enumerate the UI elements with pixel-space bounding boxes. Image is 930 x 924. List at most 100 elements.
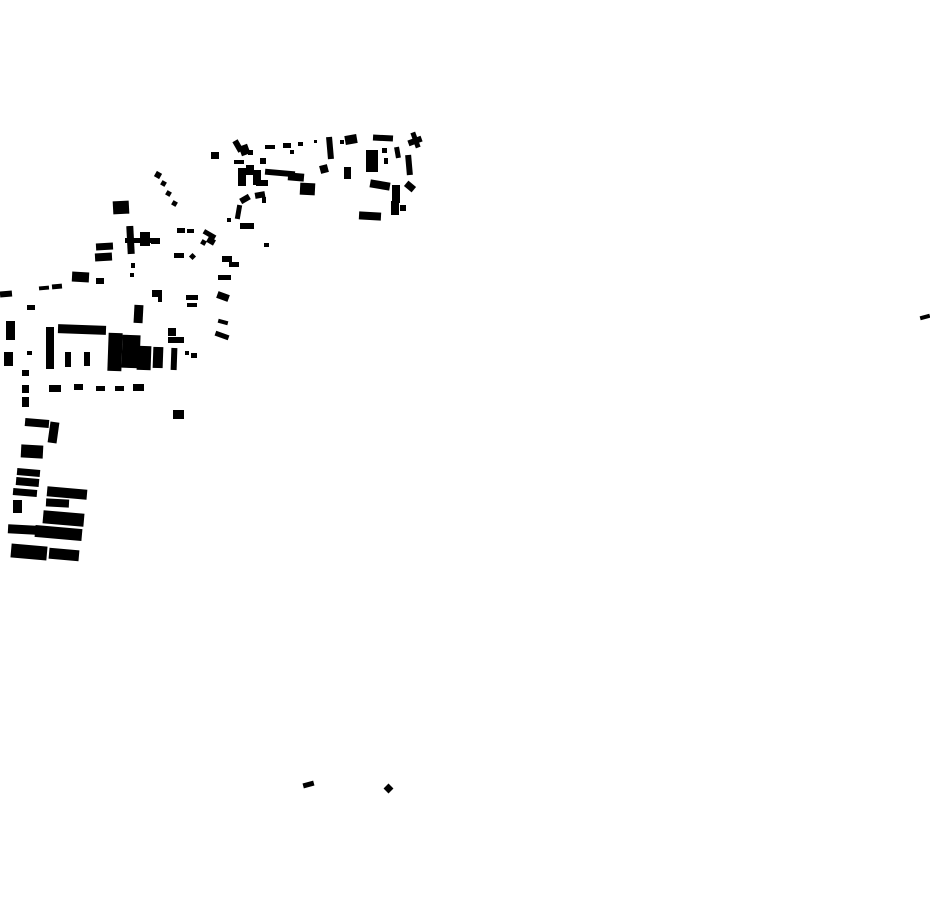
building-footprint bbox=[22, 370, 29, 376]
building-footprint bbox=[366, 150, 378, 172]
building-footprint bbox=[74, 384, 83, 390]
building-footprint bbox=[238, 168, 246, 186]
building-footprint bbox=[234, 204, 243, 220]
building-footprint bbox=[177, 228, 185, 233]
building-footprint bbox=[394, 146, 401, 159]
building-footprint bbox=[218, 275, 231, 280]
building-footprint bbox=[326, 136, 334, 160]
building-footprint bbox=[254, 191, 266, 199]
building-footprint bbox=[121, 334, 141, 369]
building-footprint bbox=[15, 477, 40, 487]
building-footprint bbox=[125, 238, 151, 243]
building-footprint bbox=[227, 218, 231, 222]
building-footprint bbox=[229, 262, 239, 267]
building-footprint bbox=[151, 238, 160, 244]
building-footprint bbox=[248, 150, 253, 155]
building-footprint bbox=[171, 200, 178, 207]
building-footprint bbox=[10, 543, 48, 561]
building-footprint bbox=[22, 385, 29, 393]
building-footprint bbox=[20, 444, 44, 459]
building-footprint bbox=[302, 780, 315, 789]
building-footprint bbox=[42, 510, 85, 527]
building-footprint bbox=[260, 158, 266, 164]
building-footprint bbox=[96, 278, 104, 284]
building-footprint bbox=[383, 783, 394, 794]
building-footprint bbox=[187, 303, 197, 307]
building-footprint bbox=[253, 170, 261, 185]
building-footprint bbox=[160, 180, 167, 187]
building-footprint bbox=[6, 321, 15, 340]
building-footprint bbox=[45, 498, 70, 508]
building-footprint bbox=[12, 487, 38, 498]
building-footprint bbox=[319, 164, 329, 174]
building-footprint bbox=[34, 524, 83, 542]
building-footprint bbox=[65, 352, 71, 367]
building-footprint bbox=[405, 154, 413, 176]
building-footprint bbox=[152, 290, 162, 297]
building-footprint bbox=[22, 397, 29, 407]
building-footprint bbox=[191, 353, 197, 358]
building-footprint bbox=[188, 252, 197, 261]
building-footprint bbox=[152, 346, 164, 369]
building-footprint bbox=[46, 327, 54, 369]
building-footprint bbox=[256, 180, 268, 186]
building-footprint bbox=[27, 351, 32, 355]
building-footprint bbox=[185, 351, 189, 355]
building-footprint bbox=[57, 324, 107, 335]
building-footprint bbox=[264, 168, 296, 178]
building-footprint bbox=[403, 180, 417, 193]
building-footprint bbox=[344, 167, 351, 179]
building-footprint bbox=[214, 330, 230, 341]
building-footprint bbox=[358, 211, 382, 221]
building-footprint bbox=[170, 347, 178, 371]
building-footprint bbox=[340, 140, 344, 144]
building-footprint bbox=[0, 290, 13, 298]
building-footprint bbox=[211, 152, 219, 159]
building-footprint bbox=[133, 384, 144, 391]
building-footprint bbox=[391, 201, 399, 215]
building-footprint bbox=[48, 547, 80, 562]
building-footprint bbox=[314, 140, 317, 143]
building-footprint bbox=[96, 386, 105, 391]
building-footprint bbox=[153, 170, 163, 180]
building-footprint bbox=[165, 190, 172, 197]
building-footprint bbox=[46, 486, 88, 500]
building-footprint bbox=[344, 134, 358, 145]
building-footprint bbox=[287, 172, 305, 182]
building-footprint bbox=[187, 229, 194, 233]
building-footprint bbox=[382, 148, 387, 153]
building-footprint bbox=[216, 291, 230, 302]
building-footprint bbox=[140, 232, 150, 246]
building-footprint bbox=[71, 271, 90, 283]
building-footprint bbox=[410, 131, 421, 149]
building-footprint bbox=[4, 352, 13, 366]
building-footprint bbox=[290, 150, 294, 154]
building-footprint bbox=[238, 143, 251, 157]
building-footprint bbox=[136, 345, 152, 371]
building-footprint bbox=[384, 158, 388, 164]
building-footprint bbox=[246, 165, 254, 175]
building-footprint bbox=[173, 410, 184, 419]
building-footprint bbox=[234, 160, 244, 164]
building-footprint bbox=[262, 197, 266, 203]
building-footprint bbox=[264, 243, 269, 247]
building-footprint bbox=[7, 524, 37, 535]
building-footprint bbox=[202, 229, 217, 240]
building-footprint bbox=[265, 145, 275, 149]
building-footprint bbox=[369, 179, 391, 191]
building-footprint bbox=[47, 421, 60, 444]
building-footprint bbox=[13, 500, 22, 513]
building-footprint bbox=[115, 386, 124, 391]
building-footprint bbox=[372, 134, 394, 142]
building-footprint bbox=[200, 239, 207, 246]
building-footprint bbox=[158, 297, 162, 302]
building-footprint bbox=[222, 256, 232, 262]
building-footprint bbox=[919, 313, 930, 321]
building-footprint bbox=[240, 223, 254, 229]
building-footprint bbox=[400, 205, 406, 211]
building-footprint bbox=[168, 328, 176, 336]
building-footprint bbox=[206, 236, 216, 246]
building-footprint bbox=[168, 337, 184, 343]
